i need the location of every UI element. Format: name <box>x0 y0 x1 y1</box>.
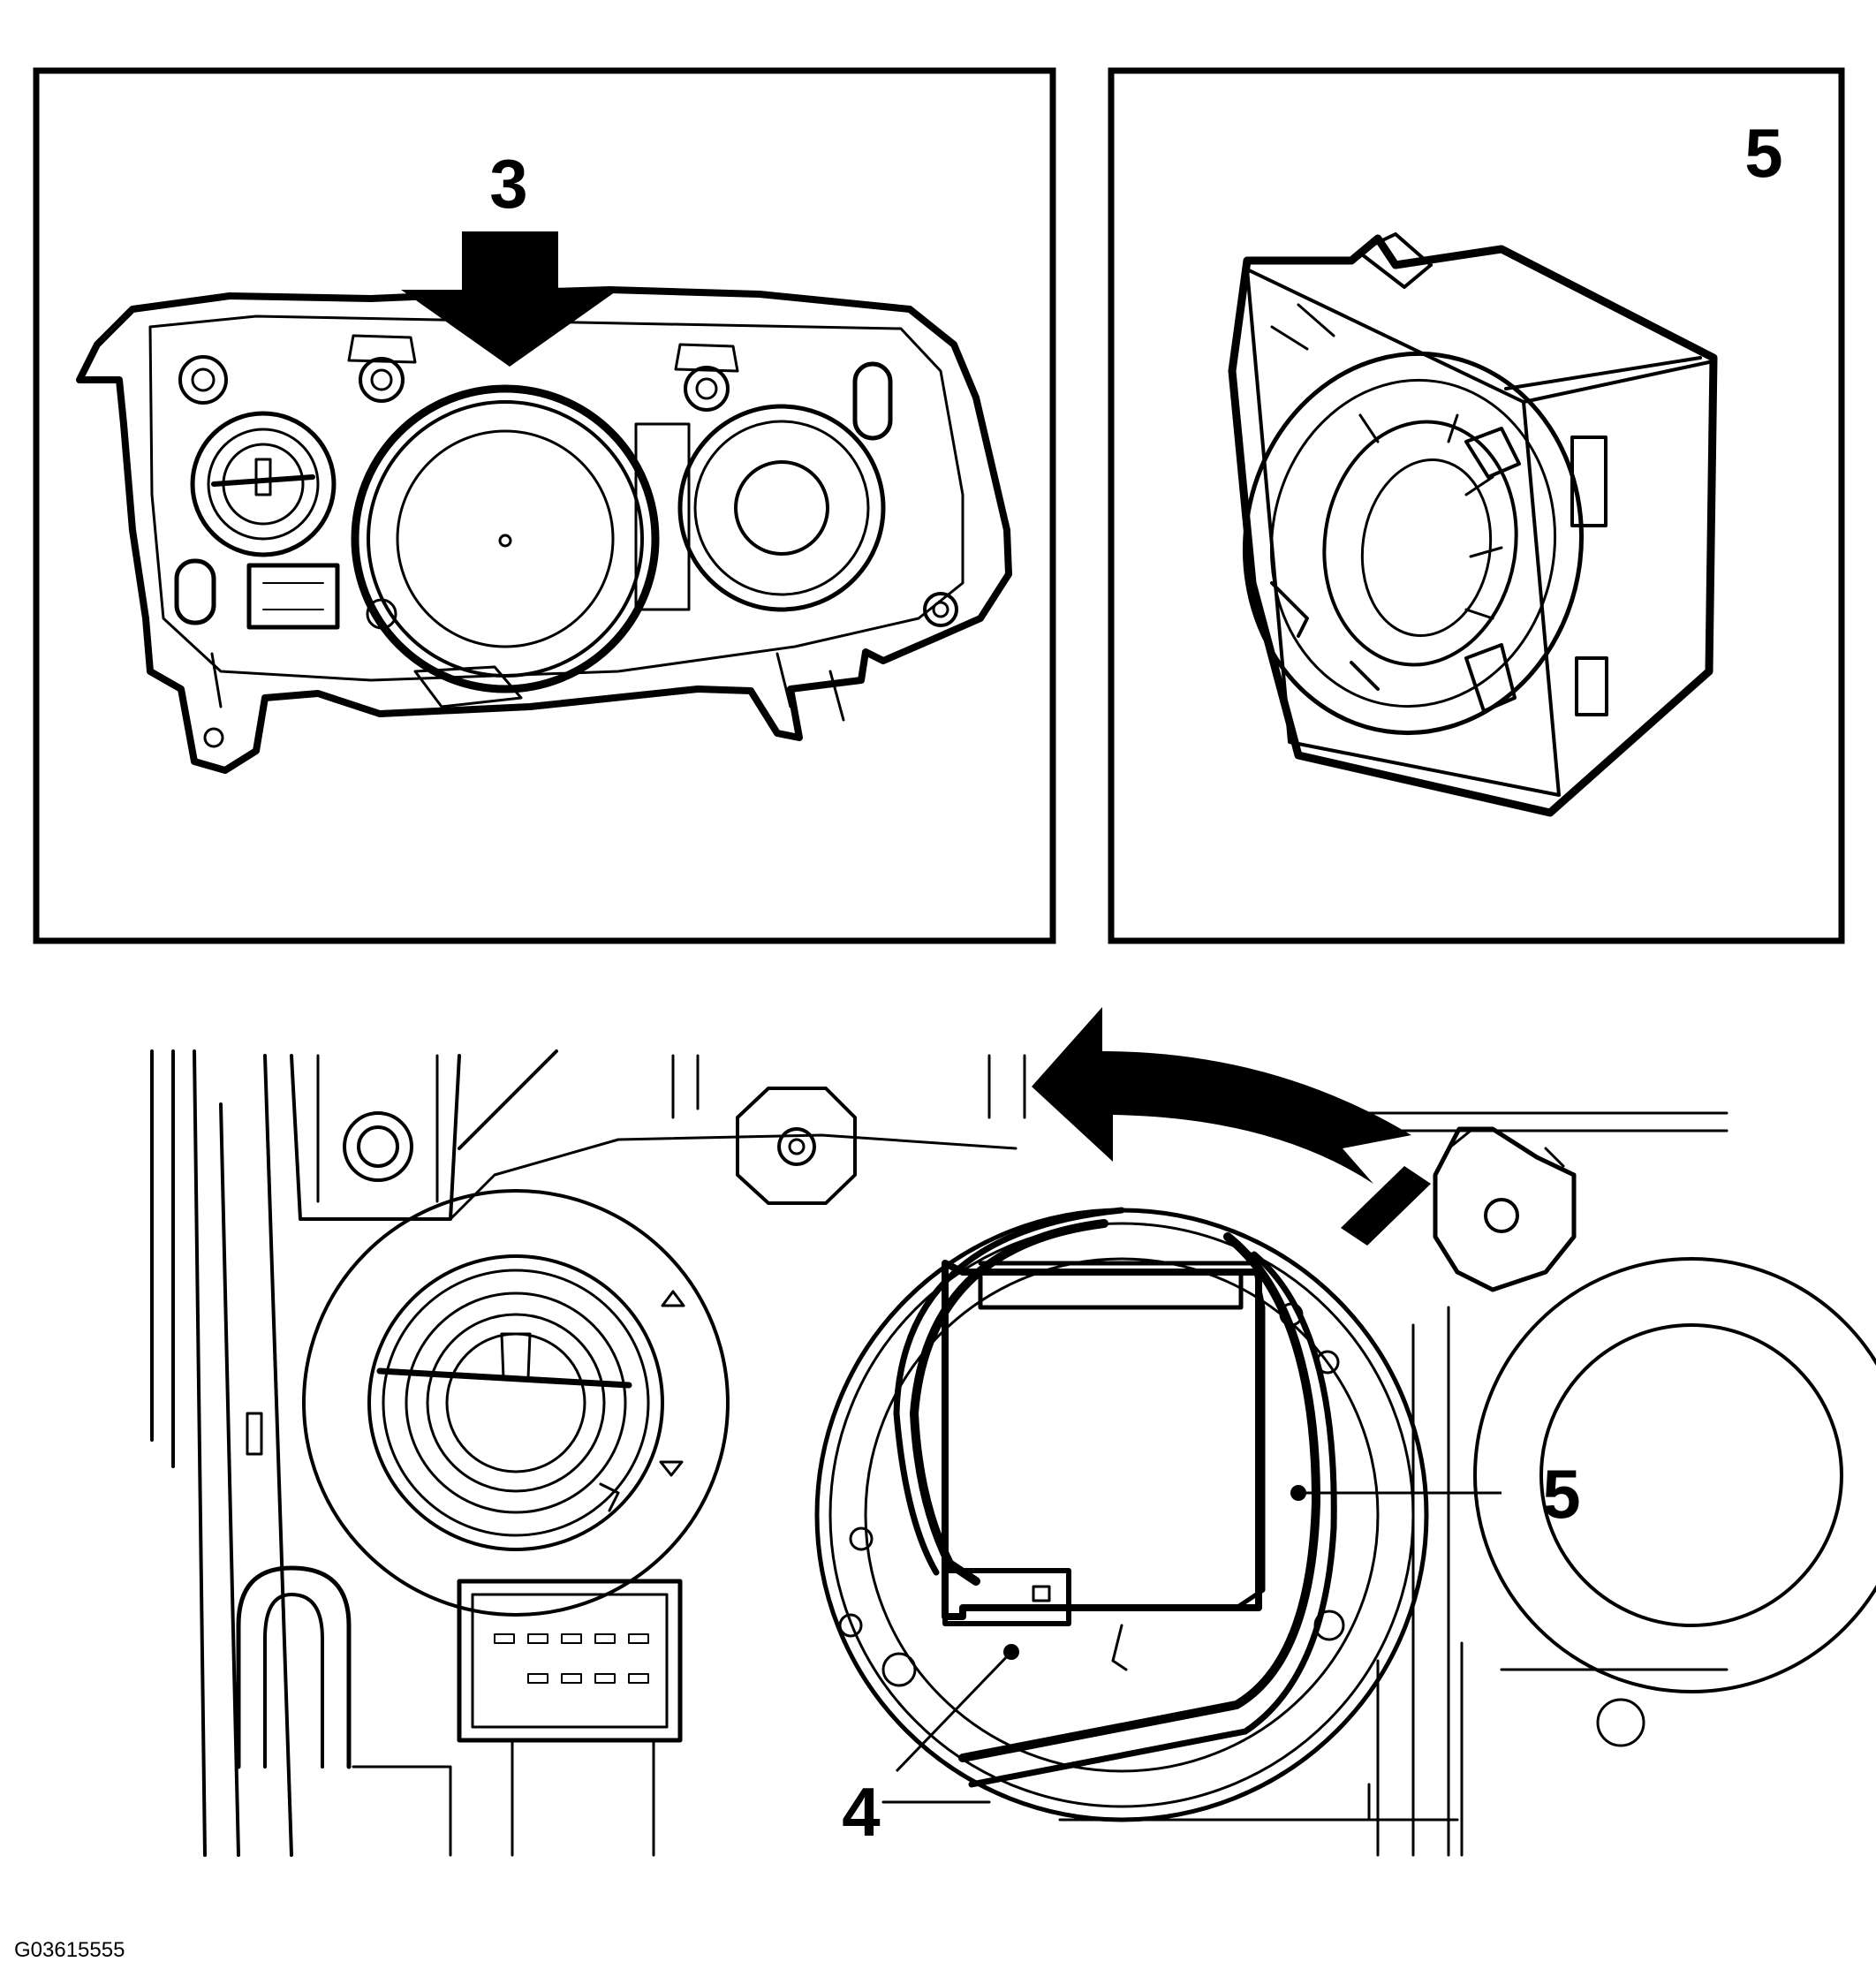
callout-5-top: 5 <box>1744 114 1782 192</box>
leader-dot-5 <box>1290 1485 1306 1501</box>
rotate-counterclockwise-arrow-icon <box>1032 1007 1411 1184</box>
connector-pins <box>494 1633 649 1684</box>
headlamp-housing-drawing <box>76 286 1012 774</box>
callout-4: 4 <box>842 1773 880 1851</box>
callout-3: 3 <box>489 145 527 223</box>
down-arrow-icon <box>401 231 618 367</box>
leader-lines <box>895 1491 1502 1773</box>
panel-headlamp-overview: 3 <box>33 67 1056 944</box>
rotation-stop-mark <box>1341 1166 1431 1246</box>
closeup-removal-view: 5 4 <box>150 1007 1876 1857</box>
callout-5-bottom: 5 <box>1542 1455 1580 1533</box>
module-drawing <box>1228 232 1718 817</box>
closeup-drawing <box>150 1049 1876 1857</box>
leader-dot-4 <box>1003 1644 1019 1660</box>
figure-id: G03615555 <box>14 1938 125 1962</box>
panel-module-detail: 5 <box>1108 67 1845 944</box>
